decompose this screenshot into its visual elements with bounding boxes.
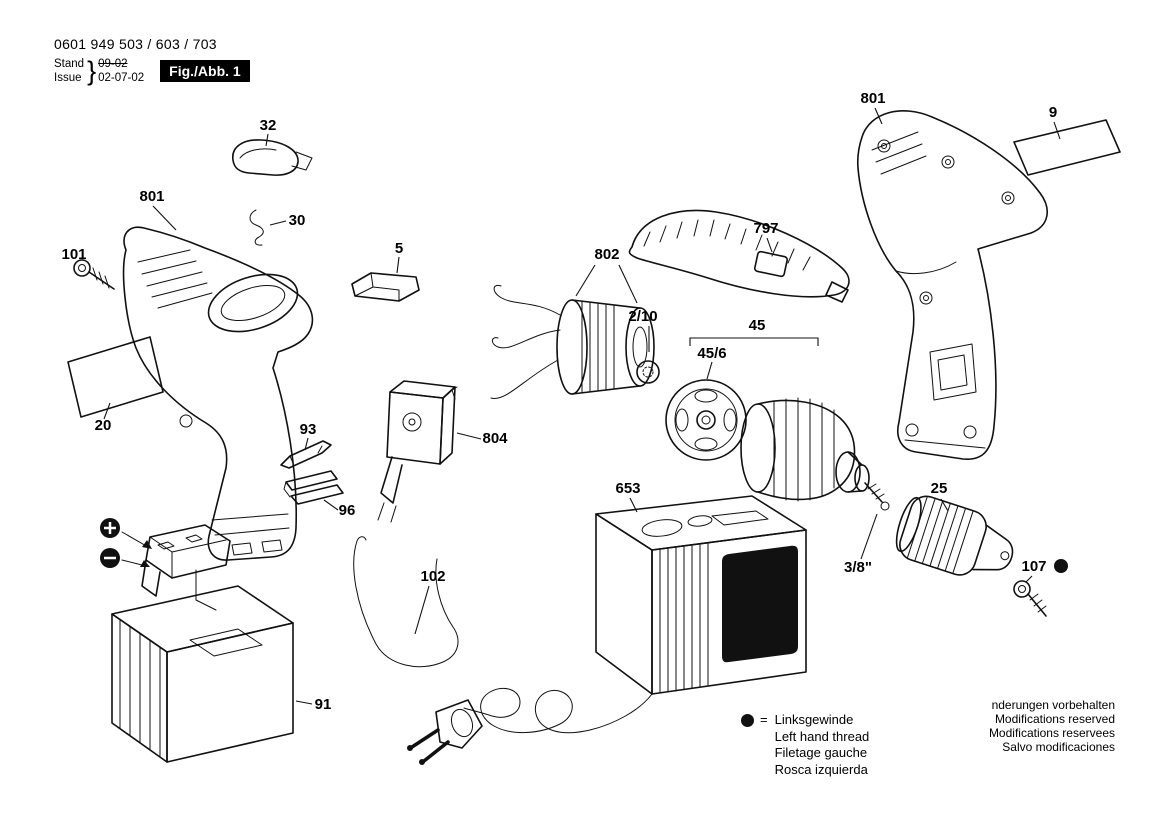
part-battery-pack-91	[111, 585, 294, 763]
callout-45-6: 45/6	[697, 345, 726, 362]
callout-804: 804	[482, 430, 508, 447]
legend-equals: =	[760, 712, 768, 727]
callout-45: 45	[749, 317, 766, 334]
part-clips-96	[283, 470, 344, 505]
part-wire-102	[353, 536, 459, 668]
part-motor-802	[490, 284, 660, 399]
legend-line-es: Rosca izquierda	[774, 761, 868, 777]
issue-label: Issue	[54, 72, 82, 84]
part-battery-stem	[141, 524, 231, 611]
leader-lines	[103, 107, 1061, 705]
issue-value: 02-07-02	[98, 72, 145, 84]
callout-5: 5	[395, 240, 403, 257]
part-screw-107	[1013, 580, 1047, 617]
brace-glyph: }	[87, 56, 97, 86]
callout-91: 91	[315, 696, 332, 713]
part-gearbox-45	[740, 397, 890, 511]
figure-label: Fig./Abb. 1	[160, 60, 250, 82]
callout-797: 797	[753, 220, 778, 237]
footer-notes: nderungen vorbehalten Modifications rese…	[989, 698, 1115, 754]
callout-653: 653	[615, 480, 640, 497]
footer-line-de: nderungen vorbehalten	[991, 698, 1115, 712]
part-chuck-25	[895, 495, 1014, 576]
callout-801-left: 801	[139, 188, 164, 205]
callout-2-10: 2/10	[628, 308, 657, 325]
left-hand-thread-dot-107	[1054, 559, 1068, 573]
stand-value: 09-02	[98, 58, 128, 70]
part-bearing-plate-45-6	[665, 379, 747, 461]
polarity-markers	[100, 518, 152, 568]
part-button-5	[351, 272, 420, 302]
legend-line-fr: Filetage gauche	[774, 745, 868, 760]
part-cap-32	[232, 139, 313, 176]
issue-values: 09-02 02-07-02	[98, 57, 144, 85]
part-number: 0601 949 503 / 603 / 703	[54, 36, 217, 52]
legend-line-en: Left hand thread	[774, 728, 870, 744]
part-housing-right	[856, 110, 1048, 460]
footer-line-fr: Modifications reservees	[988, 726, 1115, 740]
callout-30: 30	[289, 212, 306, 229]
part-strap-797	[628, 209, 850, 303]
callout-25: 25	[931, 480, 948, 497]
stand-label: Stand	[54, 58, 85, 70]
callout-96: 96	[339, 502, 356, 519]
callout-101: 101	[61, 246, 86, 263]
legend-line-de: Linksgewinde	[774, 712, 854, 727]
footer-line-en: Modifications reserved	[994, 712, 1115, 726]
legend-left-hand-thread: = Linksgewinde Left hand thread Filetage…	[741, 712, 869, 778]
callout-9: 9	[1049, 104, 1057, 121]
callout-801-right: 801	[860, 90, 885, 107]
legend-lines: Linksgewinde Left hand thread Filetage g…	[775, 712, 870, 778]
doc-header: 0601 949 503 / 603 / 703 Stand Issue } 0…	[54, 36, 250, 85]
part-label-strip-20	[67, 336, 164, 418]
part-spring-clip-30	[249, 209, 264, 246]
part-label-strip-9	[1013, 119, 1121, 176]
part-bit-93	[280, 440, 332, 469]
callout-93: 93	[300, 421, 317, 438]
callout-802: 802	[594, 246, 619, 263]
callout-3-8: 3/8"	[844, 559, 872, 576]
part-screw-101	[73, 259, 115, 290]
footer-line-es: Salvo modificaciones	[1002, 740, 1115, 754]
part-power-cord	[407, 687, 653, 765]
callout-107: 107	[1021, 558, 1046, 575]
callout-102: 102	[420, 568, 445, 585]
part-housing-left	[122, 226, 314, 561]
part-charger-653	[595, 495, 807, 695]
left-hand-thread-dot	[741, 714, 754, 727]
callout-20: 20	[95, 417, 112, 434]
callout-32: 32	[260, 117, 277, 134]
part-switch-804	[377, 380, 458, 523]
issue-labels: Stand Issue	[54, 57, 84, 85]
